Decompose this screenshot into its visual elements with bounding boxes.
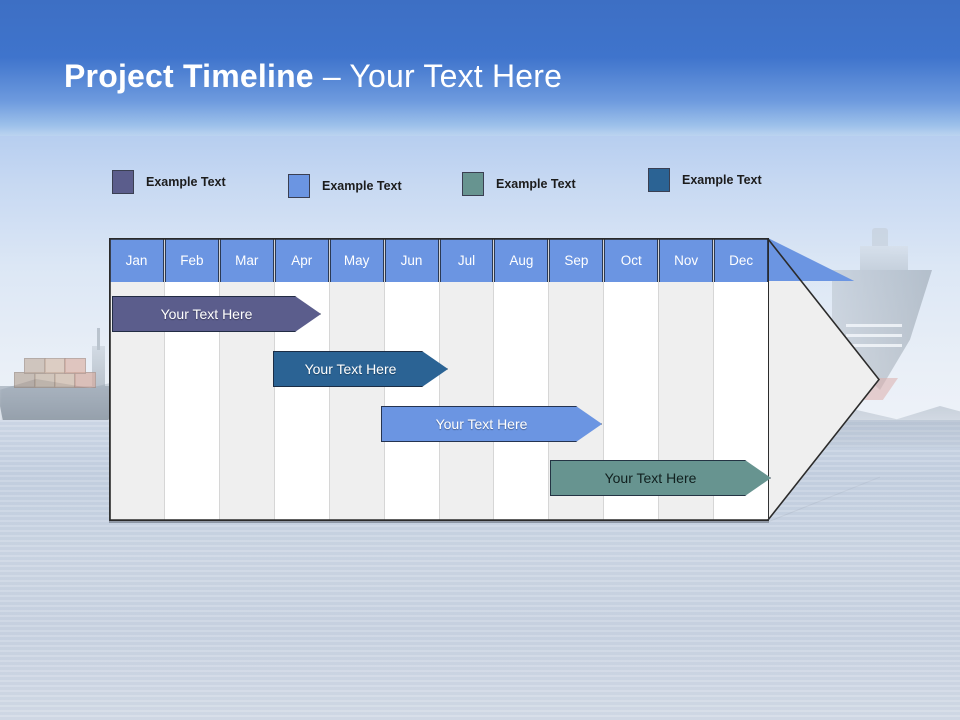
task-bar-shape <box>112 296 321 332</box>
legend-item-4[interactable]: Example Text <box>648 168 762 192</box>
task-bar-shape <box>273 351 448 387</box>
task-bar-label: Your Text Here <box>304 361 397 377</box>
task-bar-1[interactable]: Your Text Here <box>112 296 321 332</box>
month-header-aug: Aug <box>494 239 549 282</box>
legend-swatch-icon <box>288 174 310 198</box>
legend-label: Example Text <box>322 179 402 193</box>
legend-label: Example Text <box>496 177 576 191</box>
month-column-jan[interactable]: Jan <box>110 239 164 520</box>
month-header-nov: Nov <box>659 239 714 282</box>
legend-item-3[interactable]: Example Text <box>462 172 576 196</box>
legend-item-1[interactable]: Example Text <box>112 170 226 194</box>
month-column-jul[interactable]: Jul <box>438 239 494 520</box>
legend-swatch-icon <box>648 168 670 192</box>
task-bar-2[interactable]: Your Text Here <box>273 351 448 387</box>
background-container-ship-left <box>0 318 128 430</box>
legend-swatch-icon <box>112 170 134 194</box>
month-header-jan: Jan <box>110 239 164 282</box>
month-header-sep: Sep <box>549 239 604 282</box>
month-column-feb[interactable]: Feb <box>163 239 219 520</box>
task-bar-3[interactable]: Your Text Here <box>381 406 602 442</box>
page-title: Project Timeline – Your Text Here <box>64 58 562 95</box>
timeline-arrow-point-header <box>768 238 855 281</box>
legend: Example Text Example Text Example Text E… <box>0 160 960 200</box>
month-column-oct[interactable]: Oct <box>603 239 659 520</box>
task-bar-4[interactable]: Your Text Here <box>550 460 771 496</box>
month-header-may: May <box>329 239 384 282</box>
header-band <box>0 0 960 136</box>
month-header-oct: Oct <box>604 239 659 282</box>
month-header-dec: Dec <box>714 239 769 282</box>
month-header-apr: Apr <box>274 239 329 282</box>
month-header-mar: Mar <box>219 239 274 282</box>
month-header-jul: Jul <box>439 239 494 282</box>
page-title-light: – Your Text Here <box>313 58 563 94</box>
legend-label: Example Text <box>146 175 226 189</box>
month-column-dec[interactable]: Dec <box>713 239 769 520</box>
task-bar-shape <box>550 460 771 496</box>
month-column-mar[interactable]: Mar <box>218 239 274 520</box>
legend-label: Example Text <box>682 173 762 187</box>
month-column-aug[interactable]: Aug <box>493 239 549 520</box>
task-bar-label: Your Text Here <box>435 416 528 432</box>
legend-item-2[interactable]: Example Text <box>288 174 402 198</box>
chart-baseline <box>109 521 769 523</box>
month-header-feb: Feb <box>164 239 219 282</box>
task-bar-label: Your Text Here <box>604 470 697 486</box>
task-bar-label: Your Text Here <box>160 306 253 322</box>
legend-swatch-icon <box>462 172 484 196</box>
month-header-jun: Jun <box>384 239 439 282</box>
task-bar-shape <box>381 406 602 442</box>
page-title-bold: Project Timeline <box>64 58 314 94</box>
